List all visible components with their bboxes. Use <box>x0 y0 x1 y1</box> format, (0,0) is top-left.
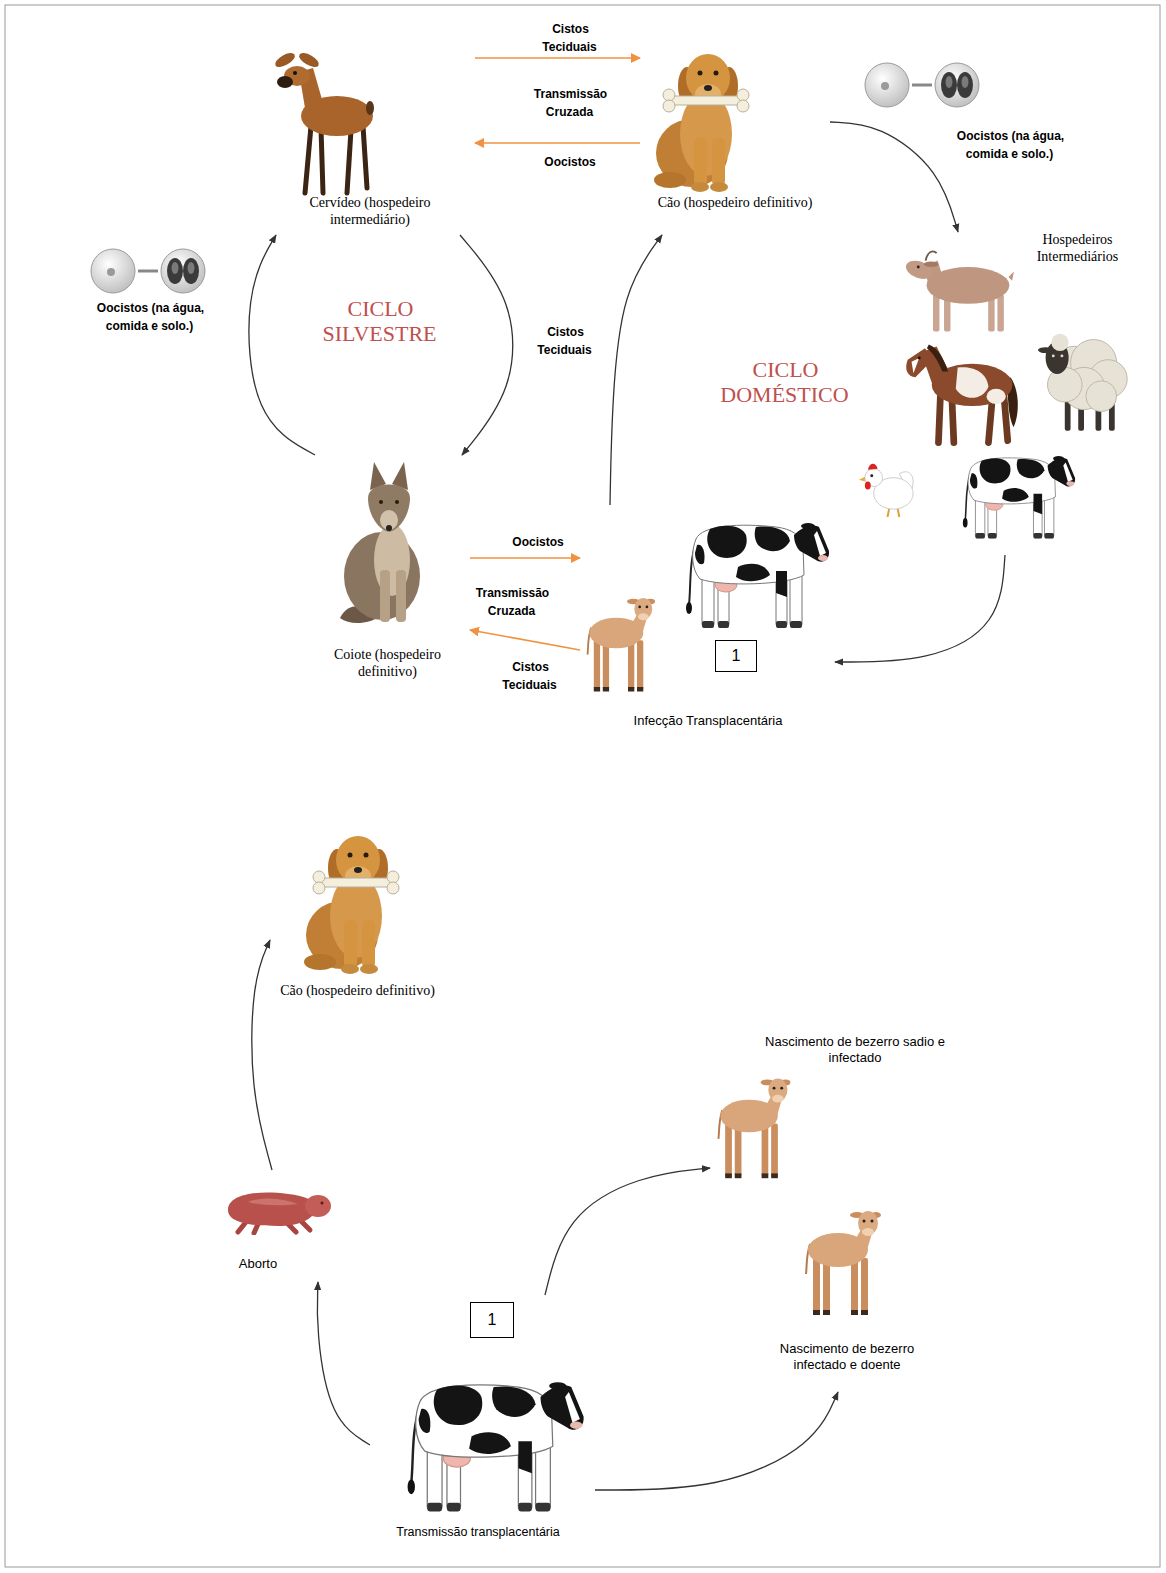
cycle-arrow <box>595 1392 838 1490</box>
dog-host: Cão (hospedeiro definitivo) <box>270 815 445 1037</box>
transmission-arrow <box>475 57 640 59</box>
calf-figure <box>806 1211 881 1315</box>
goat-figure <box>903 251 1014 331</box>
callout-box: 1 <box>715 640 757 672</box>
label-anchor: CICLO SILVESTRE <box>305 296 455 347</box>
cow-figure <box>686 523 829 628</box>
dog-figure <box>304 836 399 974</box>
label-anchor: Oocistos (na água, comida e solo.) <box>925 126 1095 162</box>
node-caption: Coiote (hospedeiro definitivo) <box>305 647 470 681</box>
sheep-figure <box>1038 334 1127 431</box>
dog-host: Cão (hospedeiro definitivo) <box>640 35 830 235</box>
connector-group <box>249 58 1005 1490</box>
cycle-title: CICLO DOMÉSTICO <box>720 357 849 407</box>
cycle-arrow <box>252 940 272 1170</box>
deer-host: Cervídeo (hospedeiro intermediário) <box>265 45 475 235</box>
transmission-arrow <box>470 557 580 559</box>
calf-figure <box>718 1079 790 1179</box>
pregnant-cow: Transmissão transplacentária 1 <box>370 1295 595 1550</box>
node-caption: Nascimento de bezerro infectado e doente <box>767 1341 927 1374</box>
coyote-figure <box>340 462 420 623</box>
transmission-arrow <box>475 142 640 144</box>
label-anchor: Transmissão Cruzada <box>465 583 560 619</box>
healthy-calf: Nascimento de bezerro sadio e infectado <box>710 1030 970 1188</box>
cycle-arrow <box>830 122 958 232</box>
edge-label: Cistos Teciduais <box>502 660 557 692</box>
label-anchor: Oocistos (na água, comida e solo.) <box>65 298 235 334</box>
edge-label: Cistos Teciduais <box>542 22 597 54</box>
cycle-title: CICLO SILVESTRE <box>322 296 437 346</box>
oocyst-icon <box>865 63 979 107</box>
annotation-label: Transmissão Cruzada <box>475 586 549 618</box>
cycle-arrow <box>610 235 662 505</box>
deer-figure <box>273 50 374 193</box>
annotation-label: Oocistos (na água, comida e solo.) <box>956 129 1064 161</box>
horse-figure <box>906 344 1018 442</box>
cycle-arrow <box>835 555 1005 662</box>
sick-calf: Nascimento de bezerro infectado e doente <box>760 1195 935 1392</box>
node-caption: Cão (hospedeiro definitivo) <box>280 983 435 1000</box>
edge-label: Cistos Teciduais <box>537 325 592 357</box>
intermediate-hosts: Hospedeiros Intermediários <box>855 232 1145 555</box>
aborted-fetus-figure <box>228 1193 331 1233</box>
cow-figure <box>408 1382 584 1511</box>
calf-figure <box>588 598 656 692</box>
callout-number: 1 <box>471 1310 513 1329</box>
node-caption: Hospedeiros Intermediários <box>1015 232 1140 266</box>
chicken-figure <box>859 464 913 517</box>
edge-label-anchor: Cistos Teciduais <box>530 19 610 55</box>
edge-label: Oocistos <box>543 155 596 169</box>
cycle-arrow <box>317 1282 370 1445</box>
coyote-host: Coiote (hospedeiro definitivo) <box>305 455 470 695</box>
dog-figure <box>654 54 749 192</box>
cycle-arrow <box>545 1168 710 1295</box>
edge-label-anchor: Cistos Teciduais <box>529 322 601 358</box>
annotation-label: Oocistos (na água, comida e solo.) <box>96 301 204 333</box>
node-caption: Cervídeo (hospedeiro intermediário) <box>275 195 465 229</box>
edge-label-anchor: Oocistos <box>498 532 578 550</box>
node-caption: Nascimento de bezerro sadio e infectado <box>755 1034 955 1067</box>
node-caption: Infecção Transplacentária <box>608 713 808 729</box>
cycle-arrow <box>460 235 513 455</box>
frame <box>5 5 1160 1567</box>
label-anchor: Transmissão Cruzada <box>523 84 618 120</box>
cycle-arrow <box>249 235 315 455</box>
callout-box: 1 <box>470 1302 514 1338</box>
cow-calf-host: Infecção Transplacentária 1 <box>580 505 835 733</box>
node-caption: Transmissão transplacentária <box>373 1525 583 1541</box>
transmission-arrow <box>470 630 580 650</box>
callout-number: 1 <box>716 646 756 665</box>
edge-label: Oocistos <box>511 535 564 549</box>
node-caption: Cão (hospedeiro definitivo) <box>640 195 830 212</box>
cow-figure <box>963 456 1075 538</box>
edge-label-anchor: Oocistos <box>530 152 610 170</box>
abortion: Aborto <box>210 1170 335 1282</box>
oocyst-icon <box>91 249 205 293</box>
node-caption: Aborto <box>218 1256 298 1272</box>
edge-label-anchor: Cistos Teciduais <box>490 657 570 693</box>
annotation-label: Transmissão Cruzada <box>533 87 607 119</box>
label-anchor: CICLO DOMÉSTICO <box>698 357 873 408</box>
